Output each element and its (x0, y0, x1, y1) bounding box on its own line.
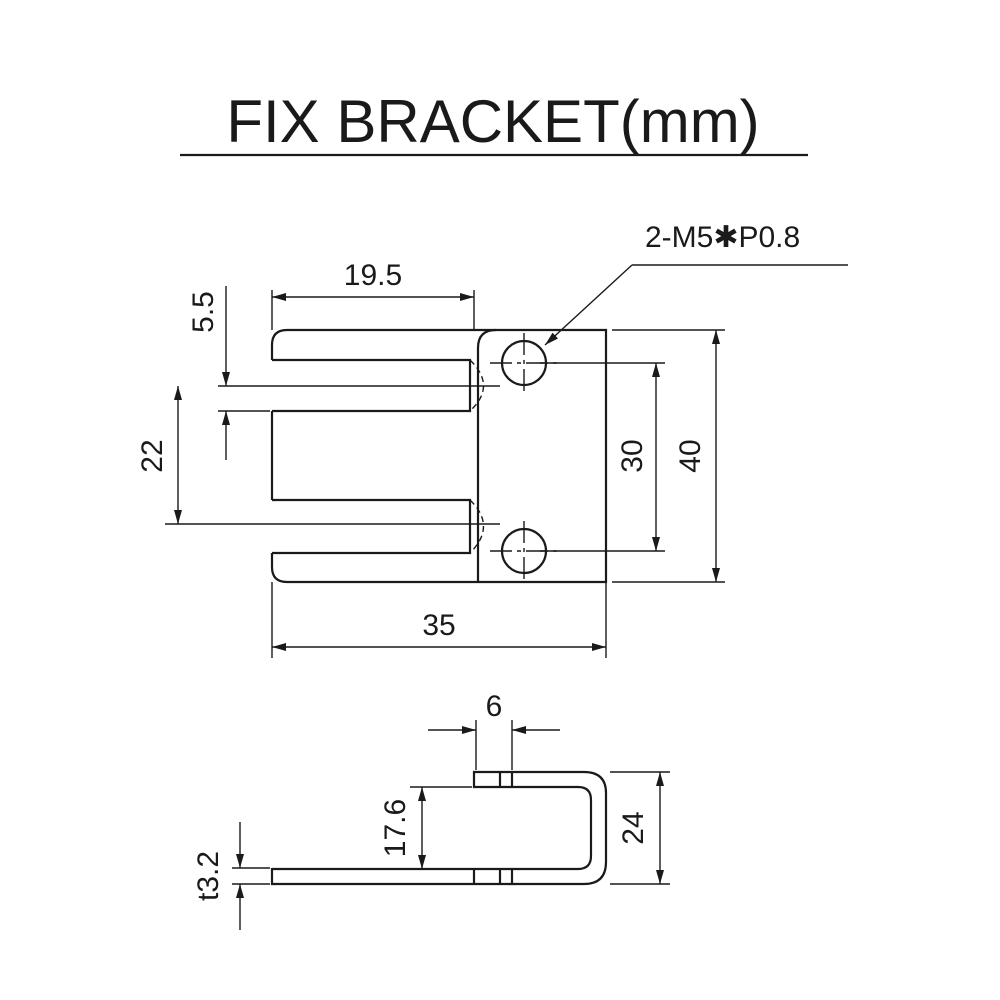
dimension-40: 40 (674, 330, 720, 582)
dimension-24: 24 (617, 772, 664, 884)
dimension-35: 35 (272, 609, 606, 651)
dim-label-35: 35 (422, 609, 455, 642)
top-view-extension-lines (165, 290, 725, 658)
side-view-extension-lines (232, 720, 670, 885)
mounting-holes (490, 333, 560, 581)
dim-label-22: 22 (136, 439, 169, 472)
dimension-19-5: 19.5 (272, 259, 474, 301)
dim-label-5-5: 5.5 (187, 291, 220, 333)
dimension-6: 6 (428, 690, 560, 734)
drawing-title: FIX BRACKET(mm) (226, 88, 759, 155)
dim-label-6: 6 (486, 690, 503, 723)
dim-label-17-6: 17.6 (379, 799, 412, 857)
dimension-30: 30 (616, 363, 660, 551)
dim-label-30: 30 (616, 439, 649, 472)
dimension-t3-2: t3.2 (192, 822, 244, 930)
dim-label-40: 40 (674, 439, 707, 472)
thread-callout-label: 2-M5✱P0.8 (645, 221, 800, 254)
dimension-17-6: 17.6 (379, 787, 426, 869)
dimension-5-5: 5.5 (187, 286, 230, 460)
dim-label-24: 24 (617, 811, 650, 844)
top-view-outline (270, 328, 608, 584)
dim-label-t3-2: t3.2 (192, 851, 225, 901)
thread-callout: 2-M5✱P0.8 (544, 221, 848, 346)
dim-label-19-5: 19.5 (344, 259, 402, 292)
dimension-22: 22 (136, 386, 182, 524)
side-view-outline (270, 770, 608, 886)
